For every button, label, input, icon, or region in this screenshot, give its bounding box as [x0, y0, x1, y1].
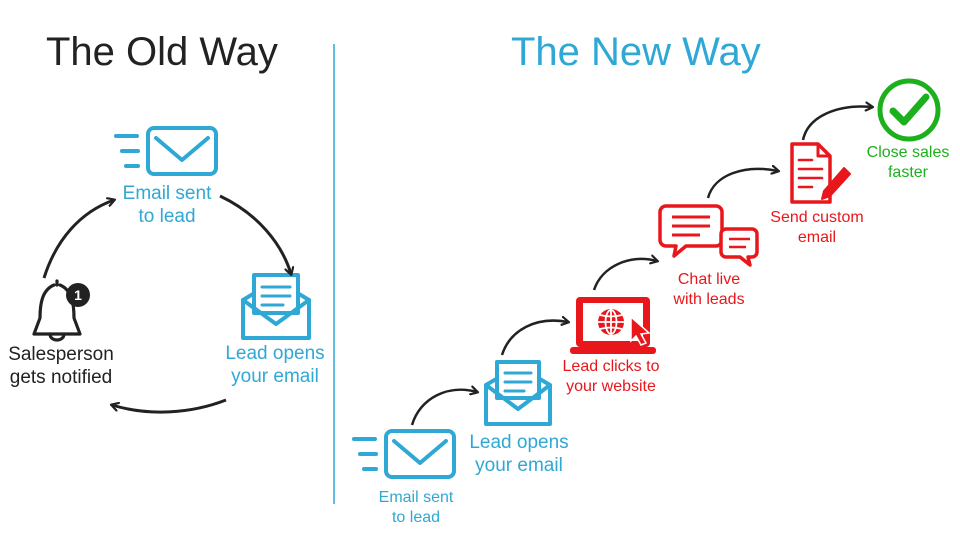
new-step-chat-live-line2: with leads: [673, 290, 745, 308]
old-envelope-sent-icon: [114, 126, 218, 176]
arrow-old-3: [42, 200, 114, 279]
old-step-salesperson-notified: Salesperson gets notified: [0, 343, 122, 389]
check-circle-icon: [877, 78, 941, 142]
arrow-old-1: [219, 194, 291, 274]
new-step-lead-opens: Lead opens your email: [460, 431, 578, 477]
new-step-email-sent-line2: to lead: [391, 508, 441, 526]
new-step-lead-opens-line2: your email: [475, 455, 563, 477]
new-step-chat-live-line1: Chat live: [677, 271, 741, 288]
badge-circle: [66, 283, 90, 307]
old-step-email-sent-line1: Email sent: [122, 183, 212, 204]
new-step-lead-clicks-line1: Lead clicks to: [562, 358, 660, 375]
new-step-lead-clicks: Lead clicks to your website: [550, 357, 672, 396]
new-step-close-sales-line1: Close sales: [866, 144, 950, 161]
old-step-salesperson-line2: gets notified: [9, 367, 113, 389]
document-pen-icon: [790, 142, 851, 204]
new-step-lead-opens-line1: Lead opens: [469, 432, 569, 453]
new-step-close-sales-line2: faster: [887, 163, 928, 181]
old-step-lead-opens-line1: Lead opens: [225, 343, 325, 364]
notification-badge-count: 1: [74, 287, 82, 303]
old-step-salesperson-line1: Salesperson: [8, 344, 114, 365]
arrow-old-2: [112, 398, 227, 414]
new-open-envelope-icon: [484, 360, 552, 426]
new-step-email-sent-line1: Email sent: [378, 489, 454, 506]
old-step-lead-opens-line2: your email: [231, 366, 319, 388]
new-step-close-sales: Close sales faster: [856, 143, 960, 182]
old-step-email-sent-line2: to lead: [138, 206, 196, 228]
new-step-lead-clicks-line2: your website: [566, 377, 656, 395]
arrow-new-3: [592, 259, 657, 291]
old-open-envelope-icon: [241, 273, 311, 340]
new-way-title: The New Way: [511, 30, 761, 74]
old-step-email-sent: Email sent to lead: [107, 182, 227, 228]
laptop-globe-cursor-icon: [570, 297, 656, 354]
new-step-chat-live: Chat live with leads: [659, 270, 759, 309]
arrow-new-2: [500, 321, 568, 356]
chat-bubbles-icon: [658, 204, 759, 267]
new-envelope-sent-icon: [352, 429, 456, 479]
arrow-new-5: [801, 107, 872, 141]
new-step-send-custom-line2: email: [797, 228, 837, 246]
new-step-send-custom-line1: Send custom: [770, 209, 864, 226]
new-step-email-sent: Email sent to lead: [360, 488, 472, 527]
old-step-lead-opens: Lead opens your email: [214, 342, 336, 388]
new-step-send-custom: Send custom email: [762, 208, 872, 247]
old-way-title: The Old Way: [46, 30, 278, 74]
arrow-new-4: [706, 169, 778, 199]
arrow-new-1: [410, 390, 477, 426]
